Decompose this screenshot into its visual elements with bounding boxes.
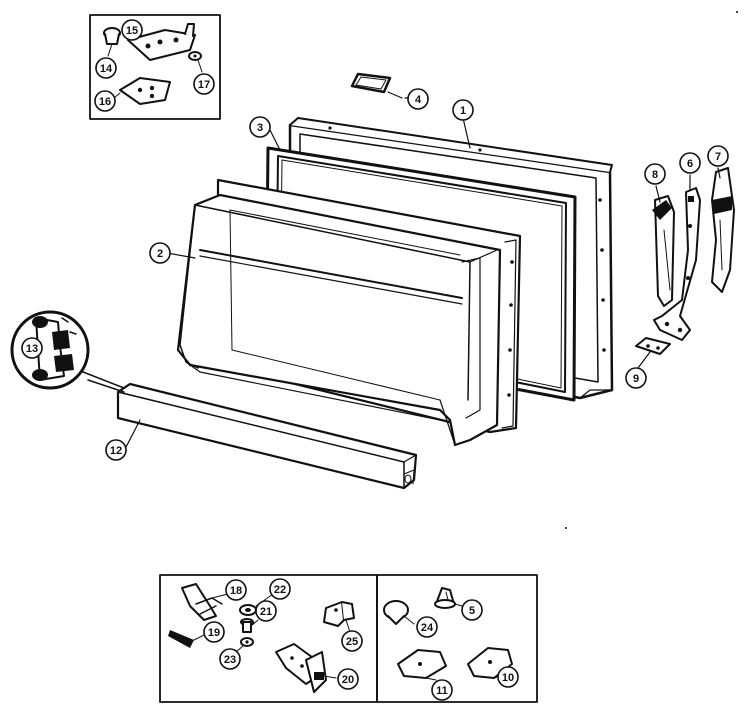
small-pad-part xyxy=(350,72,403,99)
callout-23: 23 xyxy=(219,648,241,670)
callout-21: 21 xyxy=(255,600,277,622)
callout-24: 24 xyxy=(416,616,438,638)
callout-8: 8 xyxy=(644,163,666,185)
callout-21-label: 21 xyxy=(260,606,272,618)
callout-25: 25 xyxy=(341,630,363,652)
callout-11-label: 11 xyxy=(436,685,448,697)
callout-16-label: 16 xyxy=(99,96,111,108)
door-stop-part xyxy=(434,587,463,609)
callout-19: 19 xyxy=(203,621,225,643)
door-bottom-rail xyxy=(116,382,418,490)
callout-23-label: 23 xyxy=(224,654,236,666)
rail-detail-magnifier xyxy=(10,310,125,393)
callout-16: 16 xyxy=(94,90,116,112)
callout-1-label: 1 xyxy=(460,105,466,117)
callout-3: 3 xyxy=(249,116,271,138)
small-mount-plate xyxy=(635,337,671,355)
callout-17: 17 xyxy=(193,73,215,95)
lower-hinge-plate xyxy=(113,77,171,105)
callout-2: 2 xyxy=(149,242,171,264)
callout-20: 20 xyxy=(337,668,359,690)
callout-22: 22 xyxy=(269,578,291,600)
callout-badges: 1 2 3 4 5 6 7 8 xyxy=(21,19,729,701)
callout-6: 6 xyxy=(679,152,701,174)
callout-20-label: 20 xyxy=(342,674,354,686)
hinge-bracket-part xyxy=(181,583,237,621)
callout-1: 1 xyxy=(452,99,474,121)
hardware-kit-right-frame xyxy=(376,574,538,703)
callout-7-label: 7 xyxy=(715,151,721,163)
callout-15-label: 15 xyxy=(126,25,138,37)
callout-8-label: 8 xyxy=(652,169,658,181)
handle-bracket xyxy=(653,187,701,341)
callout-14: 14 xyxy=(95,57,117,79)
callout-3-label: 3 xyxy=(257,122,263,134)
hinge-pin-part xyxy=(103,27,121,57)
callout-12: 12 xyxy=(105,439,127,461)
callout-10: 10 xyxy=(497,666,519,688)
callout-2-label: 2 xyxy=(157,248,163,260)
callout-9-label: 9 xyxy=(633,373,639,385)
round-cap-part xyxy=(383,600,415,625)
inner-door-liner xyxy=(176,178,522,447)
callout-6-label: 6 xyxy=(687,158,693,170)
callout-14-label: 14 xyxy=(100,63,113,75)
hinge-parts-inset xyxy=(89,14,221,120)
hex-nut-part xyxy=(235,637,254,653)
callout-24-label: 24 xyxy=(421,622,434,634)
angle-bracket-part xyxy=(323,601,355,633)
washer-part xyxy=(188,51,203,73)
callout-13-label: 13 xyxy=(26,343,38,355)
leader-lines xyxy=(124,97,721,450)
hinge-cover-left xyxy=(397,649,447,681)
scan-specks xyxy=(565,11,738,529)
callout-9: 9 xyxy=(625,367,647,389)
callout-5-label: 5 xyxy=(469,605,475,617)
callout-7: 7 xyxy=(707,145,729,167)
inset-frame xyxy=(89,14,221,120)
callout-18-label: 18 xyxy=(230,585,242,597)
callout-19-label: 19 xyxy=(208,627,220,639)
callout-11: 11 xyxy=(431,679,453,701)
callout-13: 13 xyxy=(21,337,43,359)
lower-hinge-assembly xyxy=(275,643,337,693)
callout-15: 15 xyxy=(121,19,143,41)
handle-strap-right xyxy=(711,167,735,293)
callout-4: 4 xyxy=(407,88,429,110)
callout-22-label: 22 xyxy=(274,584,286,596)
callout-18: 18 xyxy=(225,579,247,601)
callout-10-label: 10 xyxy=(502,672,514,684)
callout-5: 5 xyxy=(461,599,483,621)
hinge-pin-screw xyxy=(240,618,259,633)
handle-strap-left xyxy=(652,195,675,307)
callout-12-label: 12 xyxy=(110,445,122,457)
door-clip-part xyxy=(168,630,207,648)
callout-25-label: 25 xyxy=(346,636,358,648)
callout-17-label: 17 xyxy=(198,79,210,91)
callout-4-label: 4 xyxy=(415,94,422,106)
upper-hinge-plate xyxy=(127,23,196,61)
